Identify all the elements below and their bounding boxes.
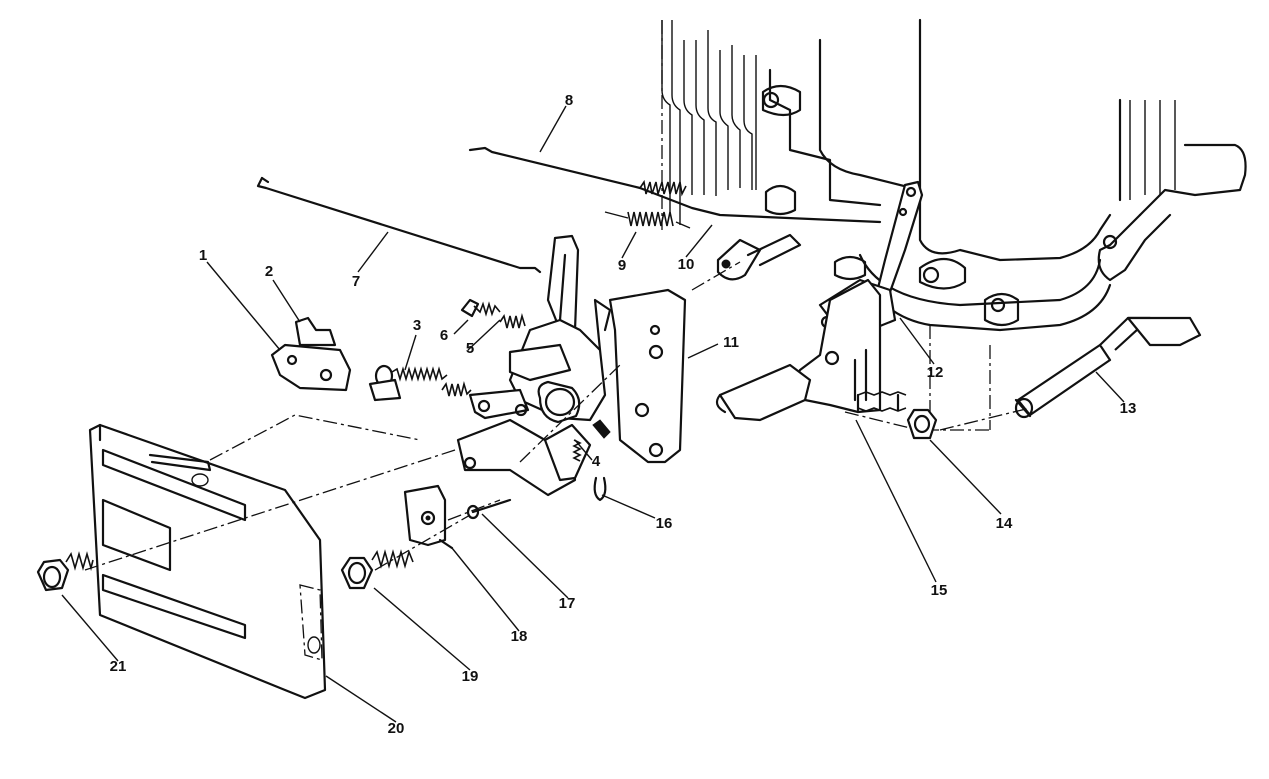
cotter-pin bbox=[466, 498, 512, 520]
control-bracket bbox=[456, 234, 687, 497]
callout-7: 7 bbox=[352, 273, 360, 290]
callout-11: 11 bbox=[723, 334, 739, 351]
callout-10: 10 bbox=[678, 256, 695, 273]
callout-14: 14 bbox=[996, 515, 1013, 532]
callout-13: 13 bbox=[1120, 400, 1137, 417]
engine-block bbox=[661, 18, 1247, 431]
choke-rod bbox=[256, 176, 542, 274]
lock-nut bbox=[906, 408, 938, 440]
callout-6: 6 bbox=[440, 327, 448, 344]
callout-1: 1 bbox=[199, 247, 207, 264]
callout-16: 16 bbox=[656, 515, 673, 532]
compression-spring bbox=[499, 312, 526, 329]
callout-18: 18 bbox=[511, 628, 528, 645]
control-lever bbox=[715, 278, 907, 422]
hex-bolt bbox=[340, 549, 414, 590]
callout-5: 5 bbox=[466, 340, 474, 357]
callout-9: 9 bbox=[618, 257, 626, 274]
callout-8: 8 bbox=[565, 92, 573, 109]
callout-12: 12 bbox=[927, 364, 944, 381]
callout-19: 19 bbox=[462, 668, 479, 685]
hair-pin bbox=[593, 476, 607, 502]
extension-spring bbox=[604, 211, 691, 229]
callout-21: 21 bbox=[110, 658, 127, 675]
alignment-lines bbox=[84, 261, 1031, 571]
flange-bolt bbox=[36, 551, 94, 592]
leader-lines bbox=[61, 105, 1125, 723]
small-spring-5b bbox=[441, 380, 472, 397]
cover-plate bbox=[88, 423, 327, 700]
callout-20: 20 bbox=[388, 720, 405, 737]
governor-shaft bbox=[1014, 316, 1202, 419]
callout-2: 2 bbox=[265, 263, 273, 280]
switch-plate bbox=[403, 484, 454, 550]
callout-17: 17 bbox=[559, 595, 576, 612]
governor-rod bbox=[468, 146, 882, 224]
callout-labels: 1 2 3 4 5 6 7 8 9 10 11 12 13 14 15 16 1… bbox=[110, 92, 1137, 737]
small-screw bbox=[460, 298, 501, 318]
callout-4: 4 bbox=[592, 453, 601, 470]
clip-bracket bbox=[270, 316, 402, 402]
callout-15: 15 bbox=[931, 582, 948, 599]
callout-3: 3 bbox=[413, 317, 421, 334]
